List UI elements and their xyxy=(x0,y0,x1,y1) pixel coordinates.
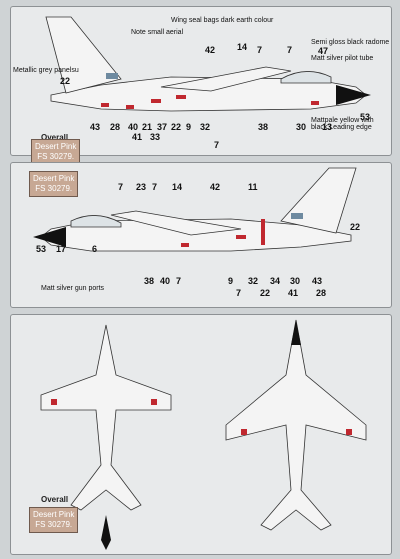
fuselage-outline xyxy=(50,76,367,112)
metallic-panel xyxy=(106,73,118,79)
callout-gun-ports: Matt silver gun ports xyxy=(41,285,105,292)
colour-badge: Desert Pink FS 30279. xyxy=(29,171,79,197)
bottom-view-outline xyxy=(225,319,367,531)
colour-badge: Desert Pink FS 30279. xyxy=(29,507,79,533)
canopy xyxy=(70,215,122,228)
callout-number: 37 xyxy=(157,122,168,132)
tail-fin xyxy=(45,16,122,94)
callout-number: 9 xyxy=(228,276,234,286)
callout-number: 28 xyxy=(316,288,327,298)
callout-pitot: Matt silver pilot tube xyxy=(311,55,374,62)
marking xyxy=(346,429,352,435)
callout-number: 42 xyxy=(210,182,221,192)
colour-code: FS 30279. xyxy=(35,520,73,529)
tail-fin xyxy=(280,167,357,234)
plan-view-panel: Overall Desert Pink FS 30279. xyxy=(10,314,392,555)
callout-number: 53 xyxy=(360,112,371,122)
callout-number: 7 xyxy=(287,45,293,55)
callout-number: 22 xyxy=(350,222,361,232)
callout-number: 47 xyxy=(318,46,329,56)
top-view-radome xyxy=(101,515,111,550)
marking xyxy=(236,235,246,239)
callout-number: 7 xyxy=(236,288,242,298)
marking xyxy=(261,219,265,245)
callout-number: 38 xyxy=(144,276,155,286)
plan-view-drawing xyxy=(40,319,367,550)
marking xyxy=(101,103,109,107)
callout-number: 34 xyxy=(270,276,281,286)
colour-code: FS 30279. xyxy=(35,184,73,193)
marking xyxy=(241,429,247,435)
callout-number: 7 xyxy=(257,45,263,55)
callout-number: 32 xyxy=(200,122,211,132)
callout-number: 22 xyxy=(171,122,182,132)
marking xyxy=(176,95,186,99)
side-view-right-panel: Matt silver gun ports Desert Pink FS 302… xyxy=(10,162,392,308)
overall-label: Overall xyxy=(41,495,69,504)
callout-number: 33 xyxy=(150,132,161,142)
marking xyxy=(51,399,57,405)
callout-number: 41 xyxy=(288,288,299,298)
colour-name: Desert Pink xyxy=(33,510,75,519)
callout-number: 32 xyxy=(248,276,259,286)
callout-number: 30 xyxy=(290,276,301,286)
callout-number: 42 xyxy=(205,45,216,55)
bottom-view-radome xyxy=(291,320,301,345)
callout-number: 22 xyxy=(260,288,271,298)
callout-number: 43 xyxy=(90,122,101,132)
callout-number: 11 xyxy=(248,182,258,192)
callout-number: 28 xyxy=(110,122,121,132)
wing xyxy=(160,66,292,92)
marking xyxy=(151,399,157,405)
callout-number: 7 xyxy=(176,276,182,286)
callout-number: 23 xyxy=(136,182,147,192)
callout-number: 21 xyxy=(142,122,153,132)
callout-number: 17 xyxy=(56,244,67,254)
marking xyxy=(181,243,189,247)
callout-number: 43 xyxy=(312,276,323,286)
overall-label: Overall xyxy=(41,133,69,142)
canopy xyxy=(280,71,332,84)
callout-number: 14 xyxy=(237,42,248,52)
callout-number: 40 xyxy=(128,122,139,132)
callout-radome: Semi gloss black radome xyxy=(311,39,390,46)
side-view-left-panel: Note small aerial Wing seal bags dark ea… xyxy=(10,6,392,165)
callout-wing-seal: Wing seal bags dark earth colour xyxy=(171,17,274,24)
callout-number: 53 xyxy=(36,244,47,254)
callout-number: 38 xyxy=(258,122,269,132)
colour-badge: Desert Pink FS 30279. xyxy=(31,139,81,165)
side-view-left-drawing xyxy=(45,16,371,112)
callout-number: 7 xyxy=(118,182,124,192)
callout-number: 40 xyxy=(160,276,171,286)
marking xyxy=(126,105,134,109)
marking xyxy=(311,101,319,105)
callout-aerial: Note small aerial xyxy=(131,29,184,36)
colour-name: Desert Pink xyxy=(33,174,75,183)
callout-metallic: Metallic grey panelsu xyxy=(13,67,79,74)
colour-name: Desert Pink xyxy=(35,142,77,151)
side-view-right-drawing xyxy=(33,167,357,252)
top-view-outline xyxy=(40,324,172,511)
radome xyxy=(336,85,371,105)
callout-number: 30 xyxy=(296,122,307,132)
callout-leading-edge: Mattpale yellow with black Leading edge xyxy=(311,117,374,131)
radome xyxy=(33,227,66,247)
wing xyxy=(110,210,242,236)
callout-number: 41 xyxy=(132,132,143,142)
callout-number: 14 xyxy=(172,182,183,192)
callout-number: 7 xyxy=(214,140,220,150)
colour-code: FS 30279. xyxy=(37,152,75,161)
callout-number: 7 xyxy=(152,182,158,192)
metallic-panel xyxy=(291,213,303,219)
callout-number: 22 xyxy=(60,76,71,86)
marking xyxy=(151,99,161,103)
callout-number: 9 xyxy=(186,122,192,132)
callout-number: 6 xyxy=(92,244,98,254)
callout-number: 13 xyxy=(322,122,333,132)
